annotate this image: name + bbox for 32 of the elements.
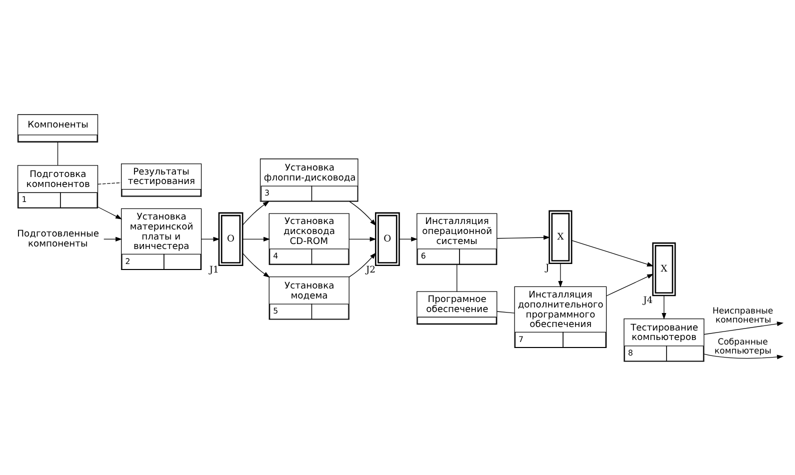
- node-box: X: [652, 242, 676, 296]
- arrow: [496, 234, 550, 240]
- node-box: O: [374, 212, 400, 266]
- arrow: [98, 206, 122, 219]
- arrow: [606, 273, 654, 296]
- arrow: [104, 236, 122, 241]
- arrow: [242, 236, 270, 241]
- arrow: [704, 353, 784, 359]
- connector: [98, 182, 122, 184]
- node-label: J2: [366, 264, 376, 276]
- edge-label: Неисправные компоненты: [712, 306, 774, 326]
- edge-label: Собранные компьютеры: [714, 336, 772, 356]
- arrow: [201, 236, 220, 241]
- connector: [496, 310, 515, 313]
- node-box: X: [548, 210, 572, 264]
- arrow: [662, 294, 666, 319]
- arrow: [242, 200, 270, 225]
- arrow: [348, 236, 376, 241]
- node-label: J1: [209, 264, 219, 276]
- node-label: J4: [643, 294, 653, 306]
- arrow: [704, 321, 784, 334]
- node-text: Подготовленные компоненты: [17, 228, 100, 249]
- node-box: O: [218, 212, 244, 266]
- arrow: [571, 240, 654, 266]
- arrow: [242, 252, 270, 278]
- arrow: [558, 262, 563, 288]
- arrow: [348, 252, 376, 277]
- node-label: J: [546, 262, 550, 274]
- connector: [57, 141, 58, 166]
- arrow: [399, 236, 418, 241]
- connector: [456, 264, 458, 292]
- arrow: [349, 200, 376, 226]
